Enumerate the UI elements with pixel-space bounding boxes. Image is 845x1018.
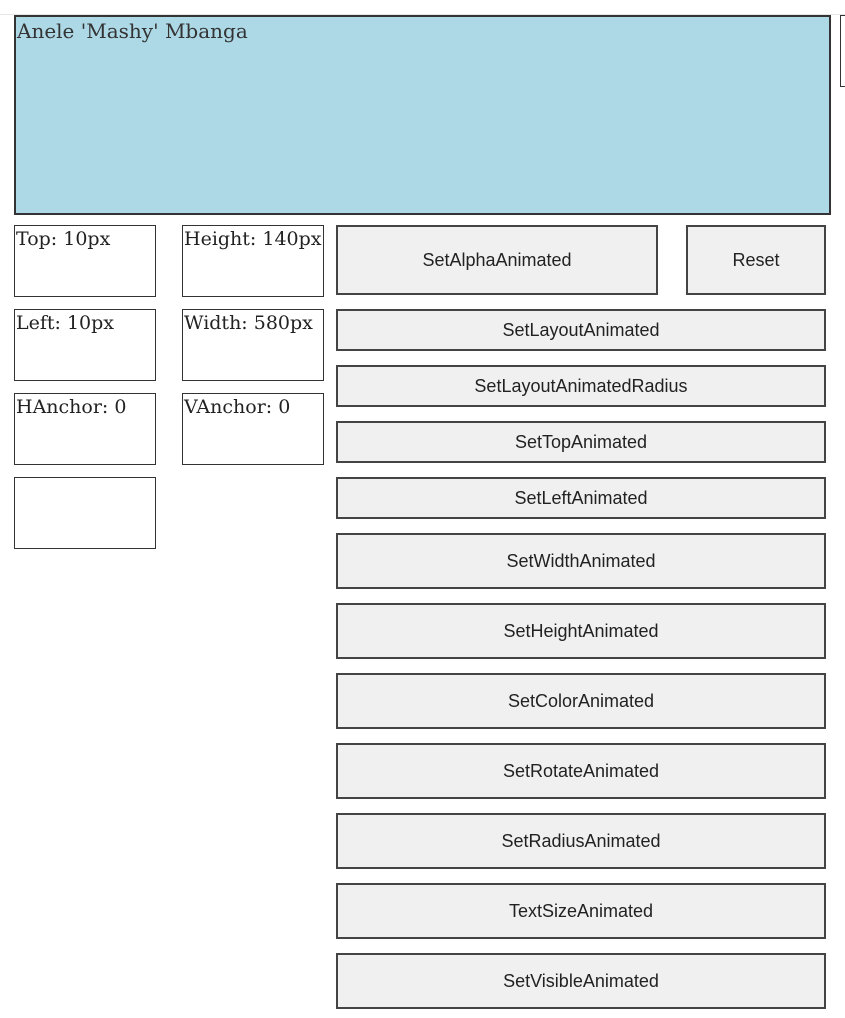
animated-label: Anele 'Mashy' Mbanga — [14, 15, 831, 215]
set-visible-animated-button[interactable]: SetVisibleAnimated — [336, 953, 826, 1009]
animated-label-text: Anele 'Mashy' Mbanga — [17, 19, 248, 43]
vanchor-info: VAnchor: 0 — [182, 393, 324, 465]
set-color-animated-button[interactable]: SetColorAnimated — [336, 673, 826, 729]
left-info: Left: 10px — [14, 309, 156, 381]
set-rotate-animated-button[interactable]: SetRotateAnimated — [336, 743, 826, 799]
text-size-animated-button[interactable]: TextSizeAnimated — [336, 883, 826, 939]
set-layout-animated-radius-button[interactable]: SetLayoutAnimatedRadius — [336, 365, 826, 407]
set-height-animated-button[interactable]: SetHeightAnimated — [336, 603, 826, 659]
hanchor-info: HAnchor: 0 — [14, 393, 156, 465]
set-alpha-animated-button[interactable]: SetAlphaAnimated — [336, 225, 658, 295]
set-left-animated-button[interactable]: SetLeftAnimated — [336, 477, 826, 519]
top-divider — [0, 14, 845, 15]
set-layout-animated-button[interactable]: SetLayoutAnimated — [336, 309, 826, 351]
top-info: Top: 10px — [14, 225, 156, 297]
extra-info — [14, 477, 156, 549]
reset-button[interactable]: Reset — [686, 225, 826, 295]
offscreen-box — [840, 15, 845, 87]
height-info: Height: 140px — [182, 225, 324, 297]
set-top-animated-button[interactable]: SetTopAnimated — [336, 421, 826, 463]
set-width-animated-button[interactable]: SetWidthAnimated — [336, 533, 826, 589]
set-radius-animated-button[interactable]: SetRadiusAnimated — [336, 813, 826, 869]
width-info: Width: 580px — [182, 309, 324, 381]
